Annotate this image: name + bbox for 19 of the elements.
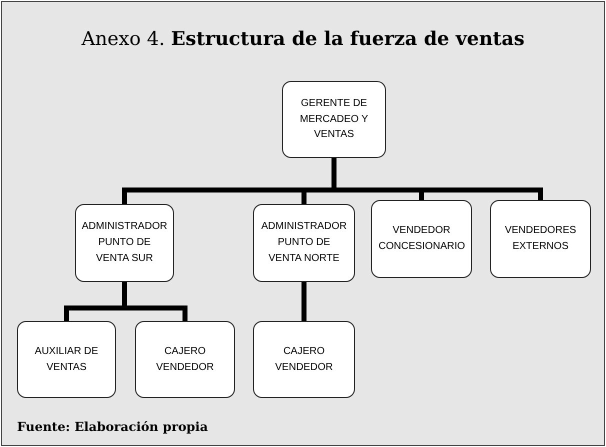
org-box [490, 200, 591, 278]
org-box [75, 204, 174, 282]
role-label: CAJERO VENDEDOR [274, 344, 334, 374]
role-label: AUXILIAR DE VENTAS [34, 344, 100, 374]
org-box [253, 204, 355, 282]
role-label: VENDEDOR CONCESIONARIO [378, 224, 464, 254]
connector-line [302, 282, 306, 321]
diagram-title: Anexo 4. Estructura de la fuerza de ventas [80, 28, 526, 50]
org-box [17, 321, 116, 398]
org-box [135, 321, 235, 398]
role-label: GERENTE DE MERCADEO Y VENTAS [298, 96, 370, 142]
role-label: VENDEDORES EXTERNOS [504, 224, 578, 254]
source-note: Fuente: Elaboración propia [17, 419, 208, 434]
role-label: ADMINISTRADOR PUNTO DE VENTA SUR [82, 220, 168, 266]
role-label: CAJERO VENDEDOR [155, 344, 215, 374]
org-box [371, 200, 472, 278]
role-label: ADMINISTRADOR PUNTO DE VENTA NORTE [261, 220, 347, 266]
org-box [282, 81, 386, 158]
org-box [253, 321, 355, 398]
